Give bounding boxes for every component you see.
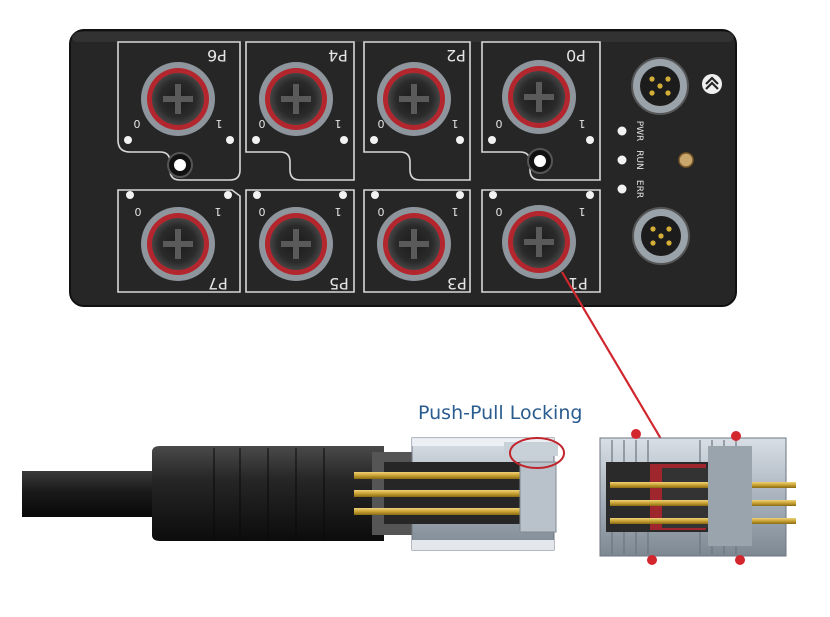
port-label-p1: P1 [568,274,588,293]
plug-pins [354,472,520,515]
port-label-p0: P0 [566,46,586,65]
channel-label-1: 1 [216,117,223,130]
channel-label-1: 1 [335,205,342,218]
status-label-run: RUN [634,150,644,170]
push-pull-locking-label: Push-Pull Locking [418,402,583,424]
port-p2 [377,62,451,136]
port-p7 [141,207,215,281]
port-p1 [502,205,576,279]
power-in-connector [631,57,689,115]
channel-label-0: 0 [259,117,266,130]
panel-receptacle [599,429,796,565]
channel-leds [124,136,594,199]
port-label-p5: P5 [329,274,349,293]
power-out-connector [632,207,690,265]
port-frames [117,41,601,293]
io-module: P6 P4 P2 P0 P7 P5 P3 P1 0 1 0 1 0 1 0 1 … [69,29,737,307]
channel-label-1: 1 [335,117,342,130]
seal-rings [631,429,745,565]
status-label-pwr: PWR [634,121,644,142]
channel-label-0: 0 [259,205,266,218]
push-pull-highlight [509,437,565,469]
channel-label-1: 1 [579,205,586,218]
leader-line [561,271,665,445]
port-p3 [377,207,451,281]
port-label-p3: P3 [447,274,467,293]
channel-label-0: 0 [496,205,503,218]
receptacle-pins [610,482,796,524]
port-label-p2: P2 [446,46,466,65]
channel-label-0: 0 [378,205,385,218]
channel-label-0: 0 [496,117,503,130]
port-label-p6: P6 [207,46,227,65]
channel-label-1: 1 [452,205,459,218]
port-p0 [502,60,576,134]
status-label-err: ERR [634,180,644,198]
brand-logo [702,74,722,94]
cable [22,471,162,517]
port-p4 [259,62,333,136]
status-leds [617,126,627,194]
cable-plug [22,437,565,551]
port-label-p4: P4 [328,46,348,65]
channel-label-1: 1 [452,117,459,130]
port-p5 [259,207,333,281]
ground-screw [678,152,694,168]
port-label-p7: P7 [208,274,228,293]
channel-label-1: 1 [215,205,222,218]
channel-label-1: 1 [579,117,586,130]
channel-label-0: 0 [134,117,141,130]
channel-label-0: 0 [135,205,142,218]
port-p6 [141,62,215,136]
channel-label-0: 0 [378,117,385,130]
